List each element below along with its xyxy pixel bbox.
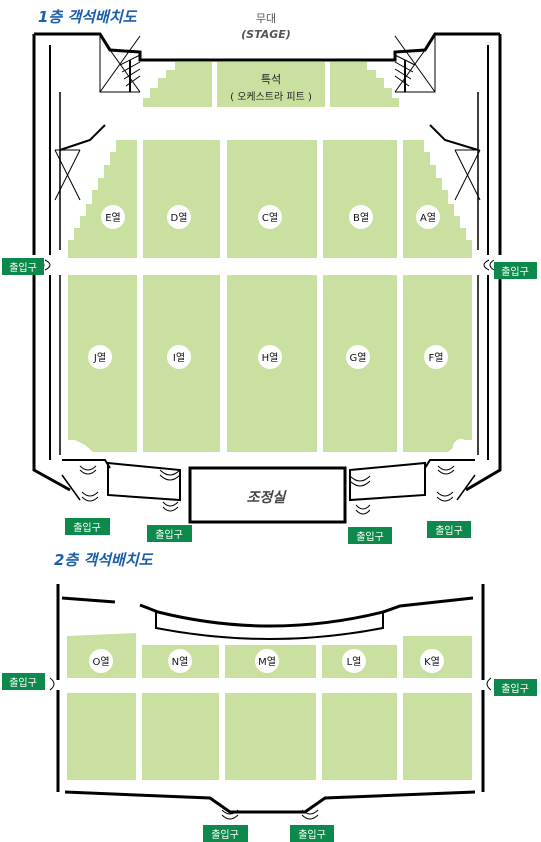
exit-label: 출입구 — [298, 828, 326, 841]
exit-label: 출입구 — [155, 528, 183, 541]
front-row-markers: E열 D열 C열 B열 A열 — [101, 205, 440, 229]
row-label-f: F열 — [429, 352, 444, 364]
stairs-left — [54, 35, 141, 201]
row-label-d: D열 — [171, 212, 188, 224]
exit-label: 출입구 — [501, 265, 529, 278]
exit-label: 출입구 — [73, 521, 101, 534]
stage-sublabel: (STAGE) — [241, 28, 291, 41]
floor2-title: 2층 객석배치도 — [54, 551, 154, 569]
front-seat-blocks — [68, 140, 472, 258]
exit-label: 출입구 — [211, 828, 239, 841]
wheelchair-spot — [453, 439, 469, 455]
floor1-exits: 출입구 출입구 출입구 출입구 출입구 출입구 — [2, 258, 537, 544]
floor2-walls — [56, 584, 485, 814]
block-n-rear — [142, 693, 219, 780]
row-label-b: B열 — [353, 212, 369, 224]
block-o-rear — [67, 693, 136, 780]
row-label-j: J열 — [93, 352, 106, 364]
floor2-row-markers: O열 N열 M열 L열 K열 — [89, 649, 444, 673]
floor2-plan: 2층 객석배치도 O열 N열 M열 — [2, 551, 537, 842]
special-seats-sublabel: ( 오케스트라 피트 ) — [230, 91, 312, 103]
block-d — [143, 140, 220, 258]
row-label-i: I열 — [173, 352, 185, 364]
door-symbols — [39, 259, 495, 515]
block-a — [403, 140, 472, 258]
block-l-rear — [322, 693, 397, 780]
row-label-c: C열 — [262, 212, 278, 224]
floor1-walls — [32, 32, 502, 524]
row-label-o: O열 — [92, 656, 109, 668]
row-label-e: E열 — [105, 212, 121, 224]
special-seats-label: 특석 — [261, 73, 281, 86]
back-row-markers: J열 I열 H열 G열 F열 — [88, 345, 469, 455]
row-label-k: K열 — [424, 656, 440, 668]
floor2-exits: 출입구 출입구 출입구 출입구 — [2, 673, 537, 842]
exit-label: 출입구 — [9, 676, 37, 689]
block-m-rear — [225, 693, 316, 780]
floor1-plan: 1층 객석배치도 무대 (STAGE) — [2, 8, 537, 544]
block-b — [323, 140, 397, 258]
exit-label: 출입구 — [501, 682, 529, 695]
exit-label: 출입구 — [435, 524, 463, 537]
row-label-n: N열 — [172, 656, 189, 668]
block-c — [227, 140, 317, 258]
floor2-back-blocks — [67, 693, 472, 780]
exit-label: 출입구 — [356, 530, 384, 543]
floor1-title: 1층 객석배치도 — [38, 8, 138, 26]
row-label-m: M열 — [258, 656, 276, 668]
row-label-l: L열 — [347, 656, 362, 668]
stairs-right — [394, 35, 481, 201]
control-room-label: 조정실 — [247, 490, 288, 506]
stage-label: 무대 — [256, 12, 276, 25]
block-k-rear — [403, 693, 472, 780]
special-seats: 특석 ( 오케스트라 피트 ) — [143, 62, 399, 107]
row-label-h: H열 — [262, 352, 279, 364]
floor2-door-symbols — [49, 677, 492, 820]
row-label-g: G열 — [350, 352, 367, 364]
exit-label: 출입구 — [9, 261, 37, 274]
block-e — [68, 140, 137, 258]
row-label-a: A열 — [420, 212, 436, 224]
